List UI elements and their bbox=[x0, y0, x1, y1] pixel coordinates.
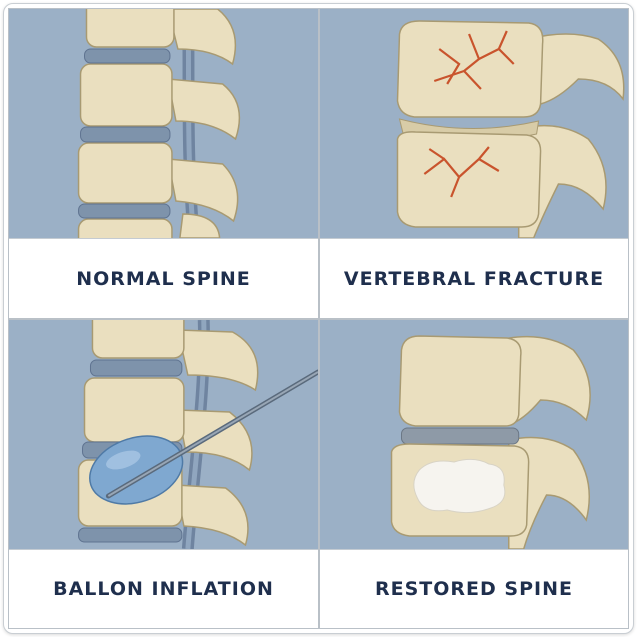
panel-vertebral-fracture: VERTEBRAL FRACTURE bbox=[319, 8, 629, 319]
panel-normal-spine: NORMAL SPINE bbox=[8, 8, 319, 319]
vertebral-fracture-illustration bbox=[320, 9, 628, 238]
caption-vertebral-fracture: VERTEBRAL FRACTURE bbox=[320, 238, 628, 318]
caption-restored-spine: RESTORED SPINE bbox=[320, 549, 628, 628]
panel-restored-spine: RESTORED SPINE bbox=[319, 319, 629, 629]
panel-balloon-inflation: BALLON INFLATION bbox=[8, 319, 319, 629]
caption-balloon-inflation: BALLON INFLATION bbox=[9, 549, 318, 628]
caption-normal-spine: NORMAL SPINE bbox=[9, 238, 318, 318]
restored-spine-illustration bbox=[320, 320, 628, 549]
panel-grid: NORMAL SPINE VERTEBRAL FR bbox=[8, 8, 629, 629]
balloon-inflation-illustration bbox=[9, 320, 318, 549]
normal-spine-illustration bbox=[9, 9, 318, 238]
illustration-frame: NORMAL SPINE VERTEBRAL FR bbox=[3, 3, 634, 634]
